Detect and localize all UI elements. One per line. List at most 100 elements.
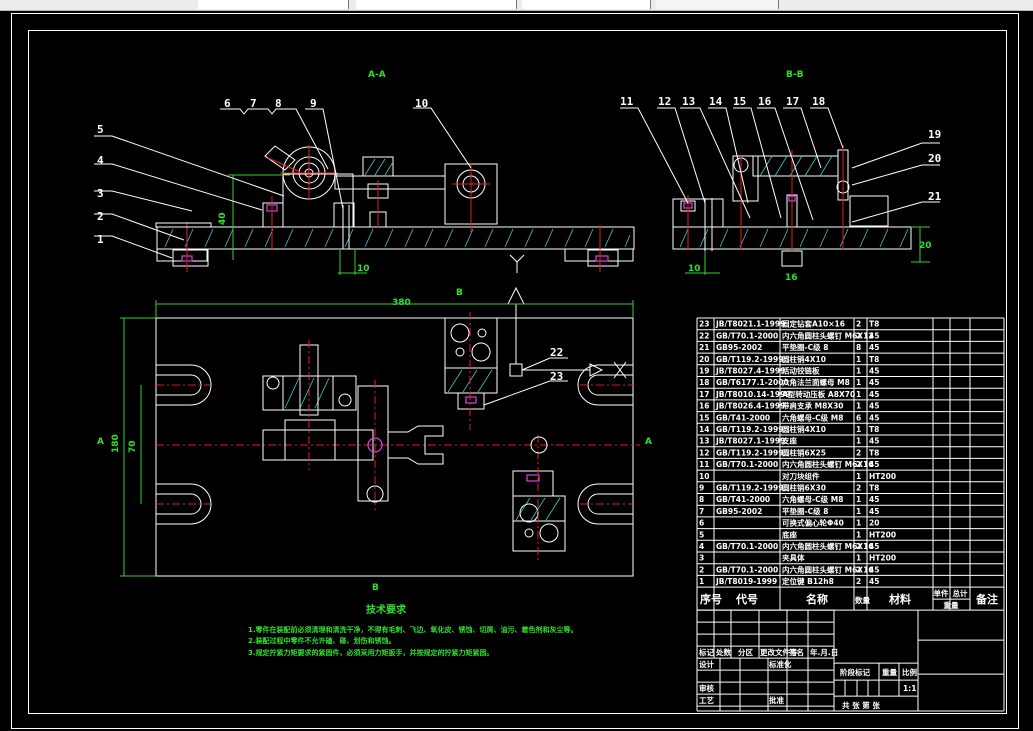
bom-row-no: 12	[699, 448, 709, 457]
bom-row-name: 六角法兰面螺母 M8	[782, 377, 850, 387]
bom-row-qty: 1	[856, 390, 861, 399]
svg-text:180: 180	[111, 434, 121, 453]
bom-row-qty: 1	[856, 425, 861, 434]
svg-text:20: 20	[919, 241, 932, 251]
svg-text:6: 6	[224, 97, 231, 110]
bom-row-no: 18	[699, 378, 709, 387]
bom-row-name: 对刀块组件	[782, 471, 820, 481]
tb-stage-mark: 阶段标记	[840, 667, 870, 677]
tb-design-label: 设计	[699, 659, 714, 669]
toolbar-field-3[interactable]	[522, 0, 651, 9]
bom-header-no: 序号	[700, 592, 722, 606]
svg-text:B: B	[372, 583, 379, 593]
section-label-b: B-B	[786, 70, 804, 80]
svg-text:23: 23	[550, 370, 563, 383]
bom-row-no: 11	[699, 460, 709, 469]
svg-text:1: 1	[97, 233, 104, 246]
tb-process-label: 工艺	[699, 695, 714, 705]
tb-approve-label: 批准	[769, 695, 784, 705]
bom-row-qty: 1	[856, 530, 861, 539]
svg-text:3.规定拧紧力矩要求的紧固件，必须采用力矩扳手，并按规定的拧: 3.规定拧紧力矩要求的紧固件，必须采用力矩扳手，并按规定的拧紧力矩紧固。	[248, 648, 494, 657]
bom-row-no: 21	[699, 343, 709, 352]
bom-row-code: GB95-2002	[716, 343, 762, 352]
bom-row-code: GB/T70.1-2000	[716, 331, 778, 340]
bom-row-qty: 2	[856, 484, 861, 493]
bom-row-no: 17	[699, 390, 709, 399]
bom-row-qty: 1	[856, 554, 861, 563]
svg-text:16: 16	[785, 273, 798, 283]
bom-row-no: 19	[699, 367, 709, 376]
section-label-a: A-A	[368, 70, 386, 80]
toolbar-icon-area[interactable]	[0, 0, 180, 9]
bom-row-no: 9	[699, 484, 704, 493]
bom-row-material: 45	[869, 331, 879, 340]
svg-text:10: 10	[357, 264, 370, 274]
bom-row-material: 45	[869, 390, 879, 399]
callouts-b: 11 12 13 14 15 16 17 18 19 20 21	[620, 95, 942, 223]
toolbar-field-1[interactable]	[198, 0, 349, 9]
bom-row-qty: 1	[856, 507, 861, 516]
toolbar-field-4[interactable]	[656, 0, 779, 9]
bom-row-material: 45	[869, 343, 879, 352]
bom-row-no: 8	[699, 495, 704, 504]
locating-key-left	[172, 249, 209, 267]
toolbar-field-2[interactable]	[356, 0, 517, 9]
bom-row-code: GB/T6177.1-2000	[716, 378, 789, 387]
svg-text:B: B	[456, 288, 463, 298]
svg-text:19: 19	[928, 128, 941, 141]
plan-view: 380 180 70 A A B B 22 23	[97, 286, 652, 593]
locating-key-right	[587, 249, 619, 267]
svg-text:13: 13	[682, 95, 695, 108]
bom-header-code: 代号	[735, 592, 758, 606]
bom-row-qty: 1	[856, 495, 861, 504]
svg-text:3: 3	[97, 187, 104, 200]
bom-row-name: 圆柱销4X10	[782, 424, 826, 434]
bom-row-no: 23	[699, 320, 709, 329]
bom-row-material: HT200	[869, 472, 896, 481]
bom-row-code: GB/T70.1-2000	[716, 565, 778, 574]
bom-header-remark: 备注	[975, 592, 998, 606]
svg-text:18: 18	[812, 95, 825, 108]
svg-text:20: 20	[928, 152, 941, 165]
fixture-body-outline	[155, 317, 634, 577]
bom-row-material: 45	[869, 565, 879, 574]
bom-row-qty: 2	[856, 542, 861, 551]
base-plate	[156, 226, 635, 250]
svg-text:A: A	[97, 437, 104, 447]
bom-row-name: 活动铰链板	[782, 366, 820, 376]
svg-text:40: 40	[218, 212, 228, 225]
bom-row-material: 45	[869, 495, 879, 504]
svg-text:22: 22	[550, 346, 563, 359]
bom-row-name: 定位键 B12h8	[782, 576, 834, 586]
bom-row-code: JB/T8021.1-1999	[715, 320, 785, 329]
bom-row-qty: 1	[856, 519, 861, 528]
eccentric-handle	[264, 145, 296, 171]
bom-row-code: GB/T70.1-2000	[716, 460, 778, 469]
svg-text:5: 5	[97, 123, 104, 136]
bom-row-qty: 1	[856, 355, 861, 364]
svg-text:21: 21	[928, 190, 942, 203]
cad-drawing-canvas[interactable]: A-A	[0, 11, 1033, 731]
bom-row-qty: 2	[856, 448, 861, 457]
svg-text:10: 10	[688, 264, 701, 274]
svg-text:11: 11	[620, 95, 634, 108]
svg-text:A: A	[645, 437, 652, 447]
bom-row-qty: 1	[856, 402, 861, 411]
bom-row-name: 带肩支承 M8X30	[782, 401, 844, 411]
svg-text:15: 15	[733, 95, 746, 108]
svg-text:9: 9	[310, 97, 317, 110]
bom-row-qty: 2	[856, 320, 861, 329]
bom-row-code: JB/T8019-1999	[715, 577, 777, 586]
base-hatch	[164, 228, 631, 248]
bom-row-material: 45	[869, 367, 879, 376]
callouts-a: 1 2 3 4 5 6 7 8 9 10	[94, 97, 472, 259]
svg-text:技术要求: 技术要求	[366, 603, 407, 616]
bom-row-code: GB/T119.2-1999	[716, 448, 783, 457]
tb-standardize-label: 标准化	[768, 659, 792, 669]
bom-row-qty: 1	[856, 437, 861, 446]
bom-row-material: T8	[869, 484, 879, 493]
bom-row-name: 内六角圆柱头螺钉 M6X16	[782, 541, 874, 551]
bom-row-no: 14	[699, 425, 709, 434]
bom-row-code: GB/T119.2-1999	[716, 425, 783, 434]
